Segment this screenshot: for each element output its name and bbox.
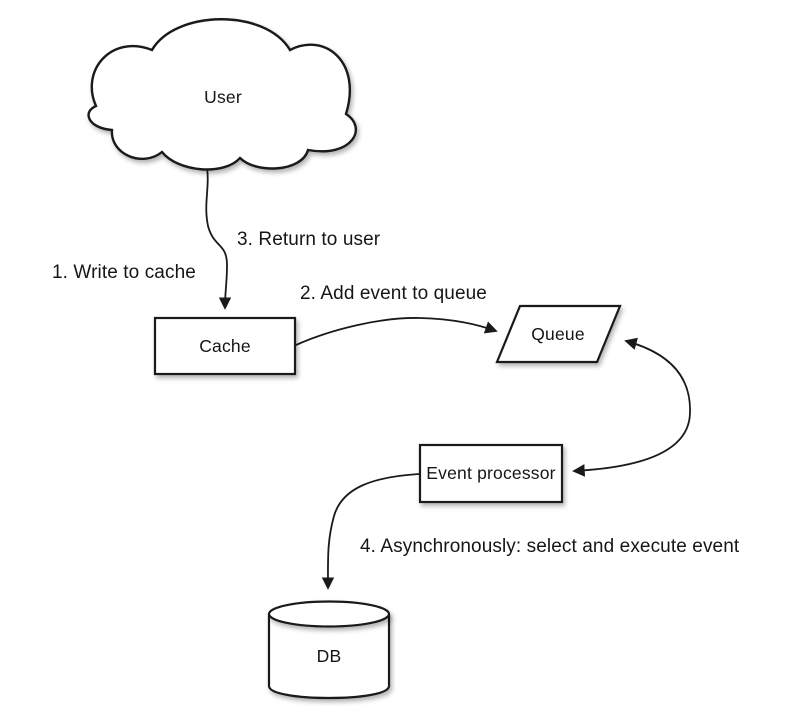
label-step-4-asynchronously: 4. Asynchronously: select and execute ev… — [360, 536, 740, 557]
edge-event-processor-to-db — [321, 473, 420, 590]
edge-user-to-cache — [205, 160, 232, 310]
node-label-cache: Cache — [199, 336, 251, 356]
label-step-2-add-event-to-queue: 2. Add event to queue — [300, 283, 487, 304]
label-step-3-return-to-user: 3. Return to user — [237, 229, 381, 250]
node-user-cloud — [87, 18, 357, 171]
edge-queue-to-event-processor — [572, 411, 691, 477]
db-cylinder-body — [267, 614, 391, 700]
nodes: User Cache Queue Event processor DB — [87, 18, 622, 700]
node-event-processor-rect — [418, 443, 564, 504]
label-step-1-write-to-cache: 1. Write to cache — [52, 262, 196, 283]
node-label-queue: Queue — [531, 324, 585, 344]
edges — [205, 160, 691, 590]
edge-event-processor-to-queue — [624, 337, 691, 413]
edge-cache-to-queue — [295, 317, 498, 346]
node-label-user: User — [204, 87, 242, 107]
node-db-cylinder: DB — [267, 600, 391, 700]
node-cache-rect — [153, 316, 297, 376]
step-labels: 1. Write to cache 3. Return to user 2. A… — [52, 229, 740, 557]
node-label-db: DB — [317, 646, 342, 666]
node-queue-parallelogram — [495, 304, 622, 364]
db-cylinder-top — [267, 600, 391, 628]
node-label-event-processor: Event processor — [426, 463, 555, 483]
